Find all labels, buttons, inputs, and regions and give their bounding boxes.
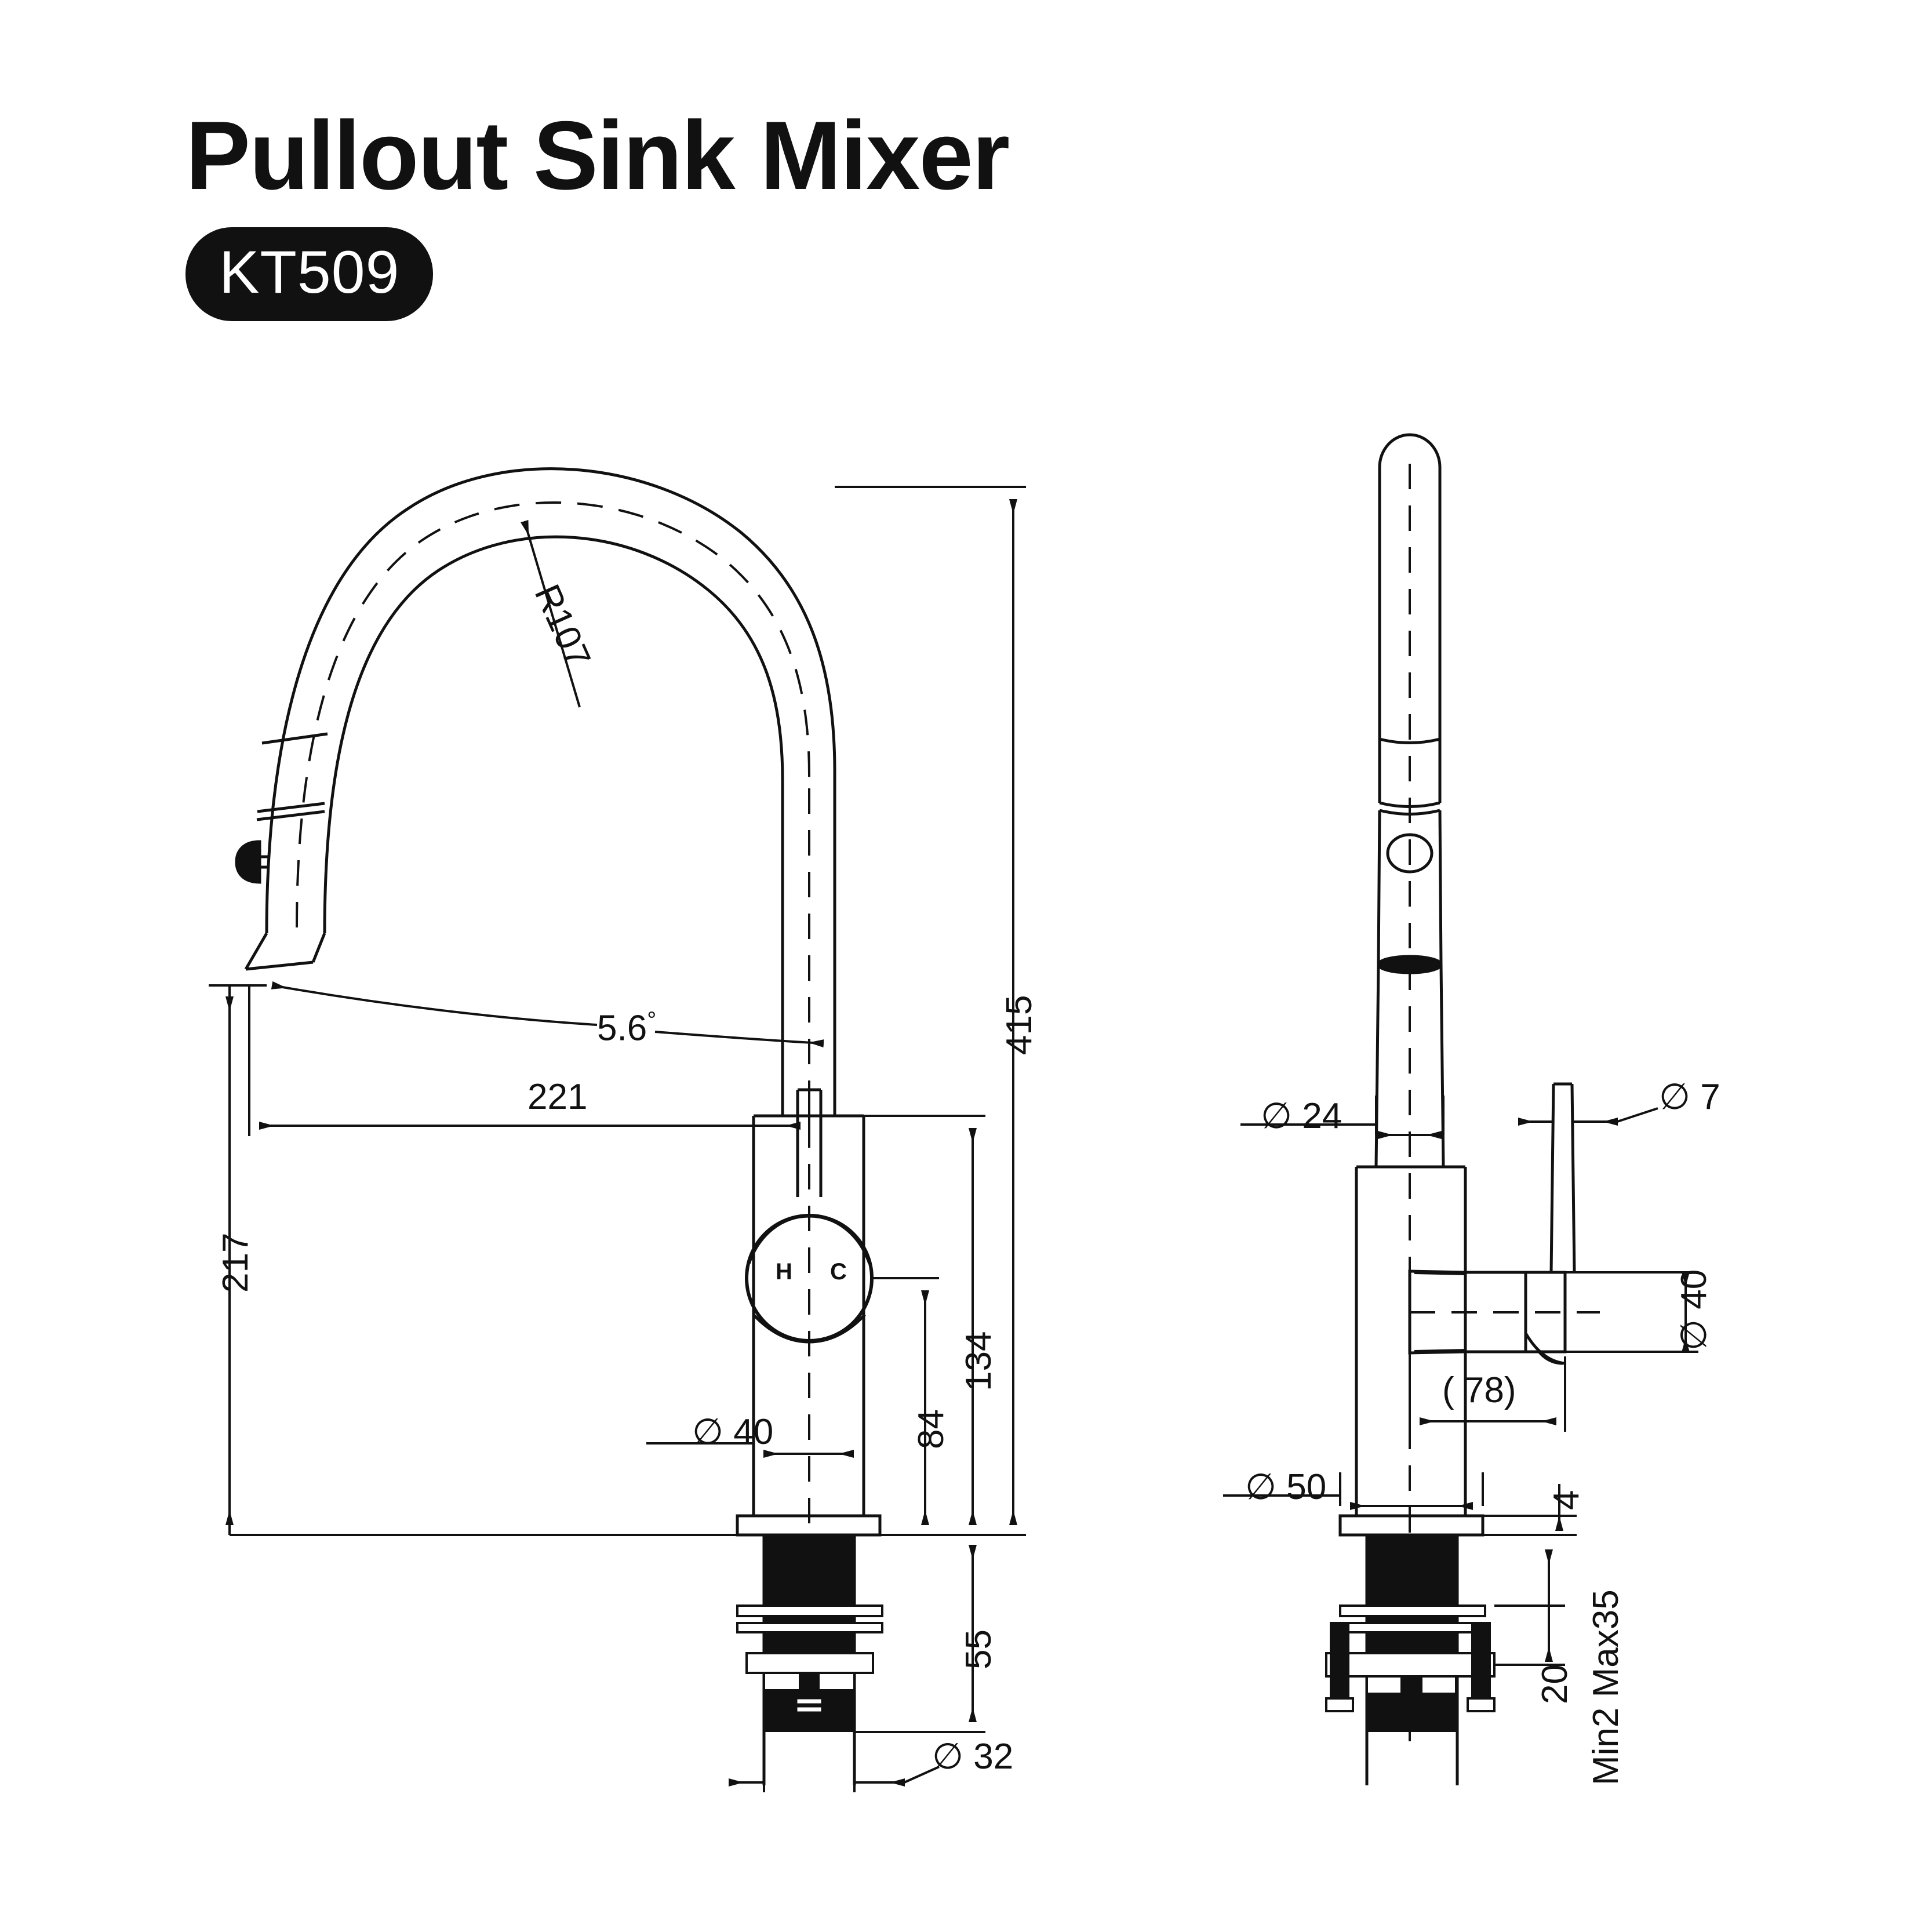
dim-label-body-diameter: ∅ 40 <box>692 1412 774 1452</box>
handle-mark-cold: C <box>830 1259 847 1285</box>
dim-label-reach: 221 <box>527 1077 588 1117</box>
angle-value: 5.6 <box>597 1008 647 1049</box>
handle-mark-hot: H <box>776 1259 792 1285</box>
page-title: Pullout Sink Mixer <box>185 101 1010 210</box>
dim-label-handle-projection: ( 78) <box>1442 1370 1516 1410</box>
dim-label-shank-thread-length: 55 <box>959 1629 999 1669</box>
dim-label-body-to-outlet: 134 <box>959 1331 999 1391</box>
drawing-header: Pullout Sink Mixer KT509 <box>185 101 1577 322</box>
dim-label-base-diameter: ∅ 50 <box>1245 1467 1327 1507</box>
side-view-dimensions <box>1223 1096 1698 1666</box>
dim-label-lever-diameter: ∅ 7 <box>1659 1077 1720 1117</box>
dim-label-clamp-travel: 20 <box>1535 1664 1575 1704</box>
dim-label-swivel-angle: 5.6° <box>597 1009 656 1047</box>
dim-label-handle-centre-height: 84 <box>911 1409 951 1449</box>
dim-label-bench-thickness-range: Min2 Max35 <box>1586 1589 1626 1785</box>
side-view-geometry <box>1325 433 1600 1785</box>
dim-label-handle-hub-diameter: ∅ 40 <box>1674 1269 1714 1351</box>
dim-label-overall-height: 415 <box>999 995 1039 1055</box>
dim-label-spray-head-diameter: ∅ 24 <box>1261 1096 1342 1136</box>
degree-symbol: ° <box>647 1007 657 1033</box>
front-view-dimensions <box>209 486 1026 1792</box>
front-view-geometry <box>235 467 883 1785</box>
dim-label-base-plate-thickness: 4 <box>1547 1490 1587 1510</box>
model-code-badge: KT509 <box>185 227 434 322</box>
dim-label-spout-height: 217 <box>216 1232 256 1293</box>
dim-label-shank-diameter: ∅ 32 <box>932 1737 1014 1777</box>
